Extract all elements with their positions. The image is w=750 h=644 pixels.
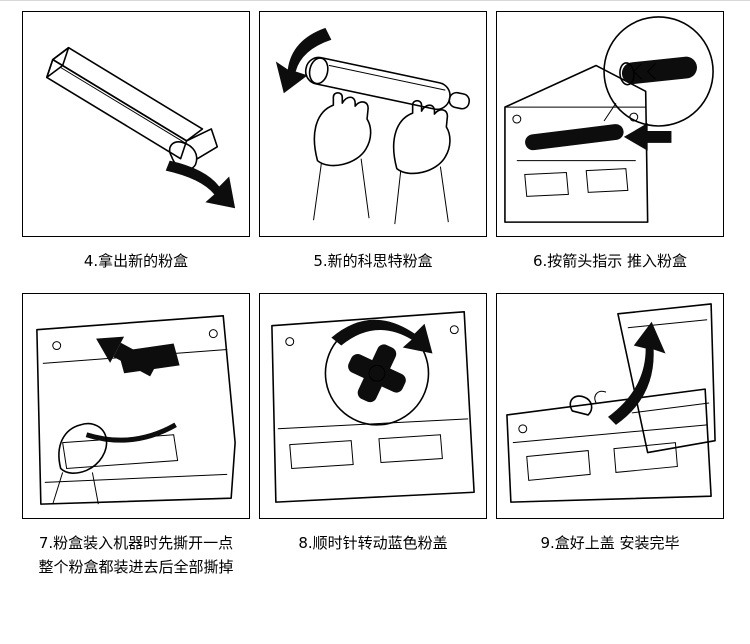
step-9-caption: 9.盒好上盖 安装完毕 [540,534,680,553]
step-4-caption: 4.拿出新的粉盒 [83,252,189,270]
step-8-panel: 8.顺时针转动蓝色粉盖 [259,293,487,579]
step-7-caption: 7.粉盒装入机器时先撕开一点 整个粉盒都装进去后全部撕掉 [38,534,234,576]
close-top-cover-illustration [506,303,716,504]
step-6-panel: 6.按箭头指示 推入粉盒 [496,11,724,273]
tear-seal-strip-illustration [36,315,236,506]
step-4-frame [22,11,250,237]
step-7-panel: 7.粉盒装入机器时先撕开一点 整个粉盒都装进去后全部撕掉 [22,293,250,579]
steps-row-top: 4.拿出新的粉盒 [0,11,750,273]
steps-row-bottom: 7.粉盒装入机器时先撕开一点 整个粉盒都装进去后全部撕掉 [0,293,750,579]
insert-cartridge-arrow-illustration [504,16,714,223]
step-5-frame [259,11,487,237]
step-6-frame [496,11,724,237]
toner-box-pull-out-illustration [46,46,236,209]
toner-roller-hands-illustration [275,27,471,225]
rotate-cap-clockwise-illustration [271,311,475,504]
step-8-frame [259,293,487,520]
step-5-panel: 5.新的科思特粉盒 [259,11,487,273]
step-9-panel: 9.盒好上盖 安装完毕 [496,293,724,579]
step-4-panel: 4.拿出新的粉盒 [22,11,250,273]
step-9-frame [496,293,724,520]
step-6-caption: 6.按箭头指示 推入粉盒 [532,252,688,270]
step-5-caption: 5.新的科思特粉盒 [313,252,433,270]
step-8-caption: 8.顺时针转动蓝色粉盖 [298,534,448,553]
step-7-frame [22,293,250,520]
